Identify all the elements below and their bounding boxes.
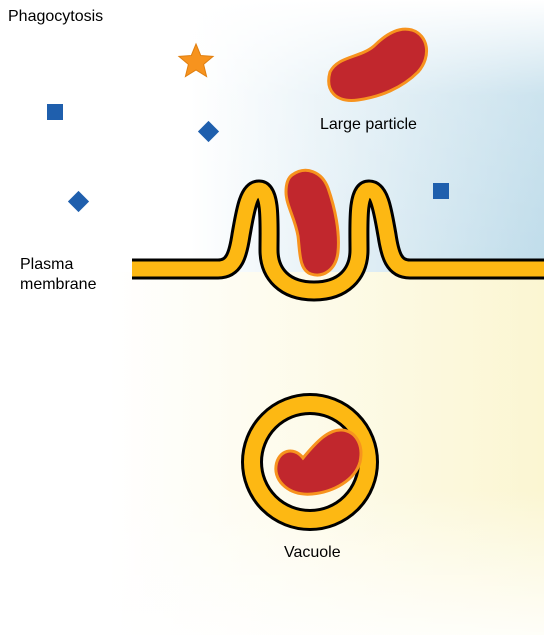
- square-molecule: [433, 183, 449, 199]
- diamond-molecule: [67, 190, 90, 213]
- star-molecule: [177, 42, 215, 78]
- large-particle-label: Large particle: [320, 116, 417, 133]
- plasma-membrane: [132, 179, 544, 302]
- large-particle: [327, 27, 428, 102]
- square-molecule: [47, 104, 63, 120]
- diagram-title: Phagocytosis: [8, 8, 104, 25]
- vacuole-particle: [274, 428, 363, 496]
- plasma-membrane-label-line2: membrane: [20, 276, 97, 293]
- vacuole-label: Vacuole: [284, 544, 341, 561]
- vacuole: [241, 393, 379, 531]
- cytoplasm-fade: [0, 272, 544, 635]
- diamond-molecule: [197, 120, 220, 143]
- engulfed-particle: [284, 169, 340, 277]
- plasma-membrane-label-line1: Plasma: [20, 256, 74, 273]
